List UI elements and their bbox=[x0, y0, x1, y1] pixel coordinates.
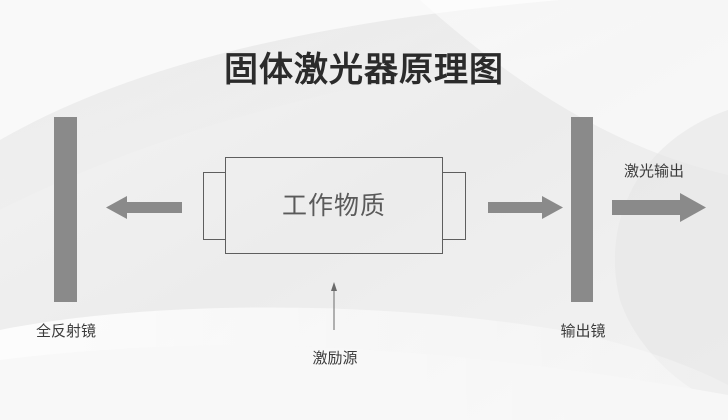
total-reflection-mirror bbox=[54, 117, 77, 302]
total-reflection-mirror-label: 全反射镜 bbox=[35, 322, 96, 340]
laser-output-label: 激光输出 bbox=[623, 162, 684, 180]
pump-source-label: 激励源 bbox=[312, 349, 358, 367]
page-title: 固体激光器原理图 bbox=[224, 50, 504, 90]
gain-medium-box bbox=[225, 157, 443, 254]
output-mirror-label: 输出镜 bbox=[560, 322, 606, 340]
output-mirror bbox=[571, 117, 593, 302]
gain-medium-right-cap bbox=[442, 172, 466, 240]
gain-medium-label: 工作物质 bbox=[281, 191, 386, 220]
gain-medium-left-cap bbox=[203, 172, 226, 240]
